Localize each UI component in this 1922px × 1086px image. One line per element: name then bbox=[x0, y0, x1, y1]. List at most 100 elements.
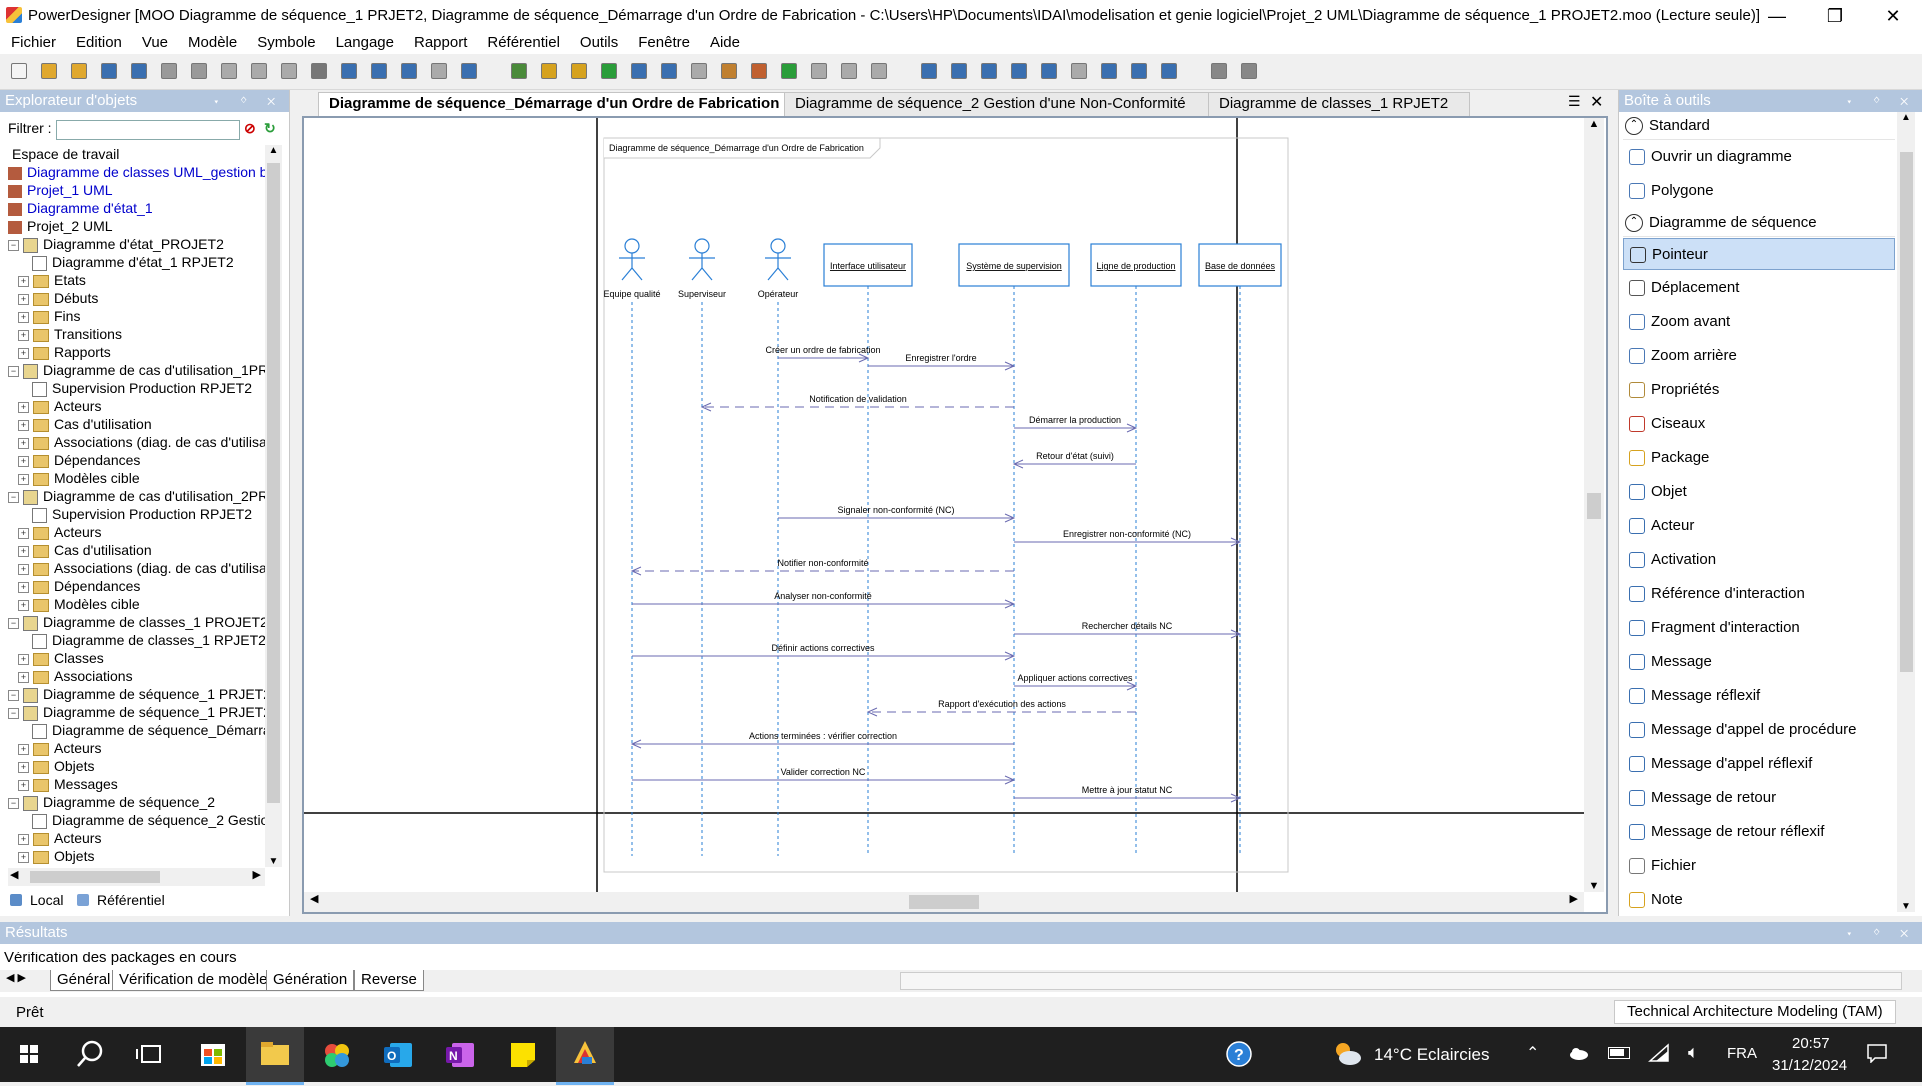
tree-item[interactable]: +Modèles cible bbox=[18, 469, 140, 487]
tab-referentiel[interactable]: Référentiel bbox=[97, 892, 165, 908]
toolbar-button[interactable] bbox=[598, 60, 620, 82]
collapse-icon[interactable]: − bbox=[8, 707, 19, 719]
expand-icon[interactable]: + bbox=[18, 293, 29, 305]
toolbox-item[interactable]: Note bbox=[1623, 884, 1895, 916]
powerdesigner-taskbar-icon[interactable] bbox=[556, 1027, 614, 1085]
results-horizontal-scrollbar[interactable] bbox=[900, 972, 1902, 990]
tree-item[interactable]: Diagramme de classes UML_gestion b bbox=[8, 163, 265, 181]
toolbar-button[interactable] bbox=[538, 60, 560, 82]
battery-icon[interactable] bbox=[1608, 1047, 1630, 1059]
clear-filter-icon[interactable]: ⊘ bbox=[244, 120, 256, 136]
collapse-icon[interactable]: − bbox=[8, 617, 19, 629]
message-8[interactable]: Analyser non-conformité bbox=[632, 591, 1016, 609]
menu-outils[interactable]: Outils bbox=[579, 34, 619, 51]
store-icon[interactable] bbox=[184, 1027, 242, 1082]
toolbar-button[interactable] bbox=[718, 60, 740, 82]
tree-item[interactable]: +Acteurs bbox=[18, 829, 101, 847]
message-13[interactable]: Actions terminées : vérifier correction bbox=[630, 731, 1014, 749]
tree-item[interactable]: +Etats bbox=[18, 271, 86, 289]
toolbar-button[interactable] bbox=[308, 60, 330, 82]
tab-reverse[interactable]: Reverse bbox=[354, 970, 424, 991]
expand-icon[interactable]: + bbox=[18, 545, 29, 557]
refresh-icon[interactable]: ↻ bbox=[264, 120, 276, 136]
results-panel-buttons[interactable]: ▾ ᛜ ✕ bbox=[1845, 925, 1916, 940]
tree-item[interactable]: +Objets bbox=[18, 847, 94, 865]
tree-item[interactable]: Projet_2 UML bbox=[8, 217, 113, 235]
toolbox-item[interactable]: Fichier bbox=[1623, 850, 1895, 882]
weather-text[interactable]: 14°C Eclaircies bbox=[1374, 1045, 1490, 1064]
toolbar-button[interactable] bbox=[508, 60, 530, 82]
message-15[interactable]: Mettre à jour statut NC bbox=[1014, 785, 1242, 803]
expand-icon[interactable]: + bbox=[18, 671, 29, 683]
expand-icon[interactable]: + bbox=[18, 653, 29, 665]
expand-icon[interactable]: + bbox=[18, 833, 29, 845]
message-3[interactable]: Démarrer la production bbox=[1014, 415, 1138, 433]
expand-icon[interactable]: + bbox=[18, 473, 29, 485]
tree-item[interactable]: Diagramme de classes_1 RPJET2 bbox=[18, 631, 265, 649]
toolbar-button[interactable] bbox=[688, 60, 710, 82]
toolbar-button[interactable] bbox=[778, 60, 800, 82]
menu-aide[interactable]: Aide bbox=[709, 34, 740, 51]
message-9[interactable]: Rechercher détails NC bbox=[1014, 621, 1242, 639]
toolbox-item[interactable]: Message d'appel de procédure bbox=[1623, 714, 1895, 746]
menu-langage[interactable]: Langage bbox=[335, 34, 394, 51]
tree-item[interactable]: +Acteurs bbox=[18, 397, 101, 415]
expand-icon[interactable]: + bbox=[18, 419, 29, 431]
clock-time[interactable]: 20:57 bbox=[1792, 1035, 1830, 1052]
message-11[interactable]: Appliquer actions correctives bbox=[1014, 673, 1138, 691]
toolbar-button[interactable] bbox=[568, 60, 590, 82]
collapse-icon[interactable]: − bbox=[8, 239, 19, 251]
notifications-icon[interactable] bbox=[1866, 1043, 1888, 1064]
toolbar-button[interactable] bbox=[8, 60, 30, 82]
close-tab-icon[interactable]: ✕ bbox=[1590, 94, 1604, 111]
toolbox-scrollbar[interactable]: ▲▼ bbox=[1897, 112, 1915, 912]
search-icon[interactable] bbox=[62, 1027, 120, 1082]
tree-item[interactable]: +Cas d'utilisation bbox=[18, 541, 152, 559]
menu-modele[interactable]: Modèle bbox=[188, 34, 238, 51]
message-10[interactable]: Définir actions correctives bbox=[632, 643, 1016, 661]
tab-general[interactable]: Général bbox=[50, 970, 118, 991]
toolbox-item[interactable]: Zoom arrière bbox=[1623, 340, 1895, 372]
tree-item[interactable]: Supervision Production RPJET2 bbox=[18, 379, 252, 397]
tree-item[interactable]: +Dépendances bbox=[18, 451, 140, 469]
expand-icon[interactable]: + bbox=[18, 311, 29, 323]
collapse-section-icon[interactable]: ⌃ bbox=[1625, 214, 1643, 233]
toolbar-button[interactable] bbox=[1038, 60, 1060, 82]
tree-item[interactable]: +Modèles cible bbox=[18, 595, 140, 613]
tree-item[interactable]: +Acteurs bbox=[18, 523, 101, 541]
explorer-vertical-scrollbar[interactable]: ▲▼ bbox=[265, 145, 282, 867]
photos-icon[interactable] bbox=[308, 1027, 366, 1082]
tree-item[interactable]: −Diagramme de séquence_1 PRJET2 bbox=[8, 685, 265, 703]
toolbox-item[interactable]: Activation bbox=[1623, 544, 1895, 576]
results-prev-icon[interactable]: ◀ ▶ bbox=[6, 972, 26, 984]
tab-list-icon[interactable]: ☰ bbox=[1568, 93, 1581, 109]
actor-0[interactable]: Equipe qualité bbox=[603, 238, 661, 299]
expand-icon[interactable]: + bbox=[18, 761, 29, 773]
expand-icon[interactable]: + bbox=[18, 275, 29, 287]
collapse-section-icon[interactable]: ⌃ bbox=[1625, 117, 1643, 136]
toolbar-button[interactable] bbox=[1008, 60, 1030, 82]
tab-verification-modele[interactable]: Vérification de modèle bbox=[112, 970, 275, 991]
toolbox-item[interactable]: Ouvrir un diagramme bbox=[1623, 141, 1895, 173]
start-button[interactable] bbox=[0, 1027, 58, 1082]
close-button[interactable]: ✕ bbox=[1885, 6, 1901, 26]
tree-item[interactable]: Diagramme d'état_1 RPJET2 bbox=[18, 253, 234, 271]
message-14[interactable]: Valider correction NC bbox=[632, 767, 1016, 785]
object-2[interactable]: Ligne de production bbox=[1090, 243, 1182, 287]
toolbox-item[interactable]: Message de retour bbox=[1623, 782, 1895, 814]
toolbar-button[interactable] bbox=[128, 60, 150, 82]
tree-item[interactable]: −Diagramme de séquence_1 PRJET2 bbox=[8, 703, 265, 721]
language-indicator[interactable]: FRA bbox=[1727, 1045, 1757, 1062]
toolbox-item[interactable]: Message réflexif bbox=[1623, 680, 1895, 712]
help-icon[interactable]: ? bbox=[1210, 1027, 1268, 1082]
toolbox-item[interactable]: Message bbox=[1623, 646, 1895, 678]
toolbox-item[interactable]: Zoom avant bbox=[1623, 306, 1895, 338]
expand-icon[interactable]: + bbox=[18, 401, 29, 413]
toolbox-item[interactable]: Polygone bbox=[1623, 175, 1895, 207]
onedrive-icon[interactable] bbox=[1568, 1046, 1588, 1060]
tree-item[interactable]: Diagramme d'état_1 bbox=[8, 199, 153, 217]
restore-button[interactable]: ❐ bbox=[1826, 6, 1844, 26]
collapse-icon[interactable]: − bbox=[8, 689, 19, 701]
toolbox-item[interactable]: Acteur bbox=[1623, 510, 1895, 542]
tree-item[interactable]: +Débuts bbox=[18, 289, 98, 307]
